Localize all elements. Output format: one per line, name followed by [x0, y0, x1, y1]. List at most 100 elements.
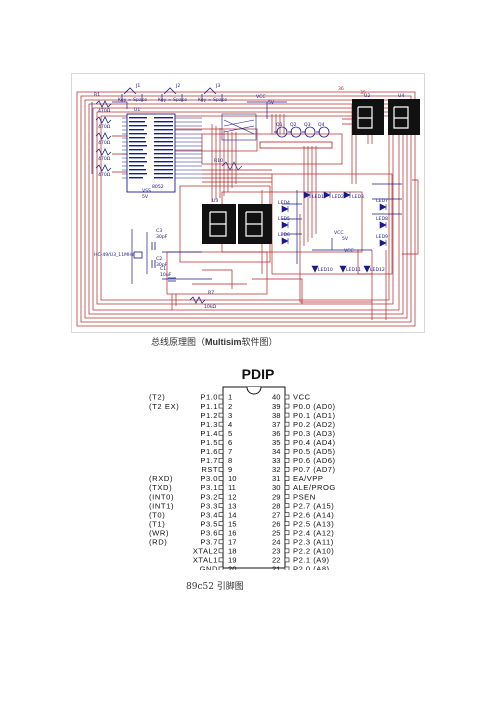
pin-number: 25: [272, 528, 280, 537]
pin-lead: [284, 430, 290, 436]
svg-text:Q1: Q1: [276, 122, 283, 128]
pin-name: P3.2: [200, 492, 218, 501]
pin-name: P3.0: [200, 474, 218, 483]
pin-number: 13: [228, 501, 236, 510]
pin-lead: [284, 521, 290, 526]
pin-lead: [284, 439, 290, 445]
pin-name: GND: [200, 565, 218, 570]
pin-alt-label: (RXD): [149, 474, 173, 483]
svg-text:Q2: Q2: [290, 122, 297, 128]
pin-number: 21: [272, 565, 280, 570]
pin-number: 29: [272, 492, 280, 501]
svg-text:LED7: LED7: [376, 198, 388, 204]
pin-lead: [218, 449, 224, 454]
pin-number: 9: [228, 465, 232, 474]
svg-text:470Ω: 470Ω: [98, 156, 111, 162]
pin-name: P0.0 (AD0): [293, 402, 336, 411]
pin-name: EA/VPP: [293, 474, 323, 483]
svg-text:Key = Space: Key = Space: [158, 97, 187, 103]
ic-notch: [246, 386, 262, 395]
pin-number: 17: [228, 538, 236, 547]
pin-name: ALE/PROG: [293, 483, 336, 492]
pin-lead: [218, 458, 224, 463]
pin-name: P0.4 (AD4): [293, 438, 336, 447]
pin-alt-label: (TXD): [149, 483, 172, 492]
pin-name: XTAL1: [193, 556, 218, 565]
pin-lead: [218, 485, 224, 490]
pin-number: 38: [272, 411, 280, 420]
svg-text:R7: R7: [208, 290, 214, 296]
pin-lead: [284, 403, 290, 409]
pin-number: 32: [272, 465, 280, 474]
svg-text:470Ω: 470Ω: [98, 124, 111, 130]
svg-text:J1: J1: [135, 83, 140, 89]
svg-text:LED2: LED2: [332, 194, 344, 200]
svg-text:10kΩ: 10kΩ: [204, 304, 217, 310]
seven-seg-displays: [202, 99, 420, 244]
pin-name: P0.2 (AD2): [293, 420, 336, 429]
pin-lead: [284, 449, 290, 454]
pin-number: 5: [228, 429, 232, 438]
pin-number: 10: [228, 474, 236, 483]
pin-lead: [284, 566, 290, 572]
schematic-svg: R1 470Ω 470Ω 470Ω 470Ω 470Ω J1 J2 J3 Key…: [76, 83, 420, 327]
pin-lead: [284, 557, 290, 563]
pin-lead: [218, 566, 224, 572]
pin-lead: [284, 467, 290, 472]
pin-name: P0.5 (AD5): [293, 447, 336, 456]
svg-text:LED10: LED10: [318, 267, 333, 273]
pin-name: P2.7 (A15): [293, 501, 334, 510]
schematic-caption: 总线原理图（Multisim软件图）: [151, 337, 278, 348]
pin-number: 33: [272, 456, 280, 465]
pin-number: 14: [228, 510, 236, 519]
pin-number: 11: [228, 483, 236, 492]
pin-name: P3.3: [200, 501, 218, 510]
pin-number: 1: [228, 393, 232, 402]
pin-number: 36: [272, 429, 280, 438]
svg-text:35: 35: [360, 90, 366, 96]
svg-text:U2: U2: [364, 93, 370, 99]
svg-text:Key = Space: Key = Space: [118, 97, 147, 103]
pin-name: P2.0 (A8): [293, 565, 330, 570]
pdip-title: PDIP: [242, 366, 275, 382]
svg-text:LED11: LED11: [346, 267, 361, 273]
pin-name: P2.2 (A10): [293, 547, 334, 556]
pin-lead: [218, 530, 224, 536]
svg-text:36: 36: [338, 86, 344, 92]
svg-text:8052: 8052: [152, 184, 164, 190]
pin-alt-label: (T1): [149, 519, 165, 528]
pin-name: XTAL2: [193, 547, 218, 556]
pin-lead: [284, 494, 290, 499]
pin-lead: [218, 394, 224, 400]
svg-text:C3: C3: [156, 228, 162, 234]
svg-text:J3: J3: [215, 83, 220, 89]
pin-number: 24: [272, 538, 280, 547]
pin-number: 28: [272, 501, 280, 510]
pin-lead: [284, 458, 290, 463]
pin-number: 16: [228, 528, 236, 537]
svg-text:R1: R1: [94, 92, 100, 98]
pin-name: PSEN: [293, 492, 316, 501]
pin-number: 8: [228, 456, 232, 465]
svg-text:LED4: LED4: [278, 200, 290, 206]
